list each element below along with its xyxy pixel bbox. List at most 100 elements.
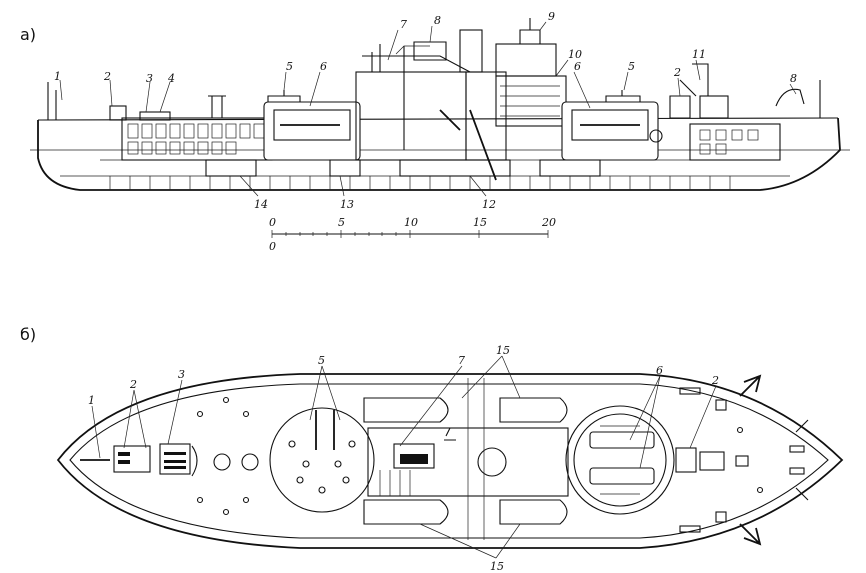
- bridge-beams: [467, 378, 485, 540]
- side-label-12: 12: [482, 198, 496, 211]
- deck-inner-line: [69, 383, 829, 539]
- funnel-top: [477, 447, 507, 477]
- boat-top-left: [363, 397, 449, 423]
- top-label-6: 6: [656, 364, 663, 377]
- fore-small-hatch: [735, 455, 749, 467]
- side-label-8a: 8: [434, 14, 441, 27]
- deckhouse-grating: [379, 470, 411, 496]
- side-label-8b: 8: [790, 72, 797, 85]
- stern-hatch-grating: [118, 452, 130, 464]
- side-label-14: 14: [254, 198, 268, 211]
- scale-tick-15: 15: [473, 216, 487, 229]
- section-label-top: б): [20, 325, 36, 344]
- scale-bar: 0 5 10 15 20 0: [269, 216, 556, 253]
- aft-hatch: [139, 111, 171, 121]
- top-label-2a: 2: [129, 378, 137, 391]
- side-label-10: 10: [568, 48, 582, 61]
- wheel: [649, 129, 663, 143]
- scale-tick-10: 10: [404, 216, 418, 229]
- top-leader-lines: [91, 355, 717, 559]
- stern-hatch: [113, 445, 151, 473]
- aft-grating: [159, 443, 191, 475]
- anchor-top: [739, 374, 762, 397]
- side-label-3: 3: [146, 72, 153, 85]
- aft-ventilators: [208, 95, 226, 118]
- scale-tick-20: 20: [541, 216, 556, 229]
- hull-frames: [109, 176, 731, 190]
- fore-turret: [561, 101, 659, 161]
- compartment-14: [205, 159, 257, 177]
- top-label-7: 7: [458, 354, 465, 367]
- side-label-7: 7: [400, 18, 407, 31]
- side-label-1: 1: [54, 70, 61, 83]
- deck-outline: [56, 373, 844, 549]
- fore-hatch: [675, 447, 697, 473]
- scale-tick-0: 0: [269, 216, 276, 229]
- funnel: [459, 29, 483, 73]
- boat-bottom-right: [499, 499, 568, 525]
- side-label-5a: 5: [286, 60, 293, 73]
- fore-turret-gunhouse: [571, 109, 649, 141]
- conning-tower-hatch: [400, 454, 428, 464]
- side-label-11: 11: [692, 48, 706, 61]
- scale-major-ticks: [271, 230, 549, 238]
- anchor-bottom: [739, 523, 762, 546]
- aft-turret: [263, 101, 361, 161]
- bridge-structure: [362, 44, 471, 73]
- aft-turret-hood: [267, 90, 301, 103]
- fore-bollard-bottom: [715, 511, 727, 523]
- side-label-13: 13: [340, 198, 354, 211]
- top-label-1: 1: [88, 394, 95, 407]
- bow-fitting-1: [789, 445, 805, 453]
- aft-grating-bars: [164, 452, 186, 469]
- conning-post: [519, 18, 541, 45]
- fore-compartment-grid: [699, 129, 759, 155]
- aft-turret-ports: [288, 440, 356, 494]
- fore-rail-bottom: [679, 525, 701, 533]
- aft-turret-gunhouse: [273, 109, 351, 141]
- capstan-aft: [213, 453, 231, 471]
- bridge-railing: [395, 45, 430, 55]
- stern-mast: [47, 82, 57, 120]
- scale-tick-5: 5: [338, 216, 345, 229]
- aft-turret-top: [269, 407, 375, 513]
- central-superstructure: [355, 71, 467, 161]
- bow-fitting-2: [789, 467, 805, 475]
- top-label-5: 5: [318, 354, 325, 367]
- top-label-15-top: 15: [496, 344, 510, 357]
- aft-skylight: [109, 105, 127, 121]
- side-view: а): [20, 10, 850, 253]
- fore-turret-gun-lower: [589, 467, 655, 485]
- section-label-side: а): [20, 25, 36, 44]
- fore-bridge: [495, 43, 557, 77]
- side-label-4: 4: [167, 72, 175, 85]
- side-label-6a: 6: [320, 60, 327, 73]
- scale-bottom-0: 0: [269, 240, 276, 253]
- hull-outline: [37, 117, 841, 191]
- aft-companion: [191, 445, 198, 477]
- fore-compartment: [689, 123, 781, 161]
- hawse-pipes: [795, 419, 809, 501]
- deckhouse-detail: [500, 85, 560, 117]
- top-label-2b: 2: [711, 374, 719, 387]
- top-label-15-bottom: 15: [490, 560, 504, 573]
- fore-turret-top-inner: [573, 413, 667, 507]
- fore-deckhouse: [495, 75, 567, 127]
- ventilator-aft: [241, 453, 259, 471]
- side-leader-lines: [59, 21, 797, 197]
- boat-top-right: [499, 397, 568, 423]
- fore-mast: [403, 41, 447, 150]
- mast-base: [444, 427, 456, 441]
- scale-minor-ticks: [285, 232, 397, 236]
- compartment-12: [399, 159, 511, 177]
- boat-bottom-left: [363, 499, 449, 525]
- aft-turret-guns: [315, 410, 335, 450]
- fore-cabin-top: [699, 451, 725, 471]
- fore-skylight: [669, 79, 697, 119]
- side-label-2: 2: [103, 70, 111, 83]
- bow-gun: [775, 88, 805, 107]
- compartment-13: [329, 159, 361, 177]
- side-label-2b: 2: [673, 66, 681, 79]
- diagonal-braces: [439, 109, 497, 181]
